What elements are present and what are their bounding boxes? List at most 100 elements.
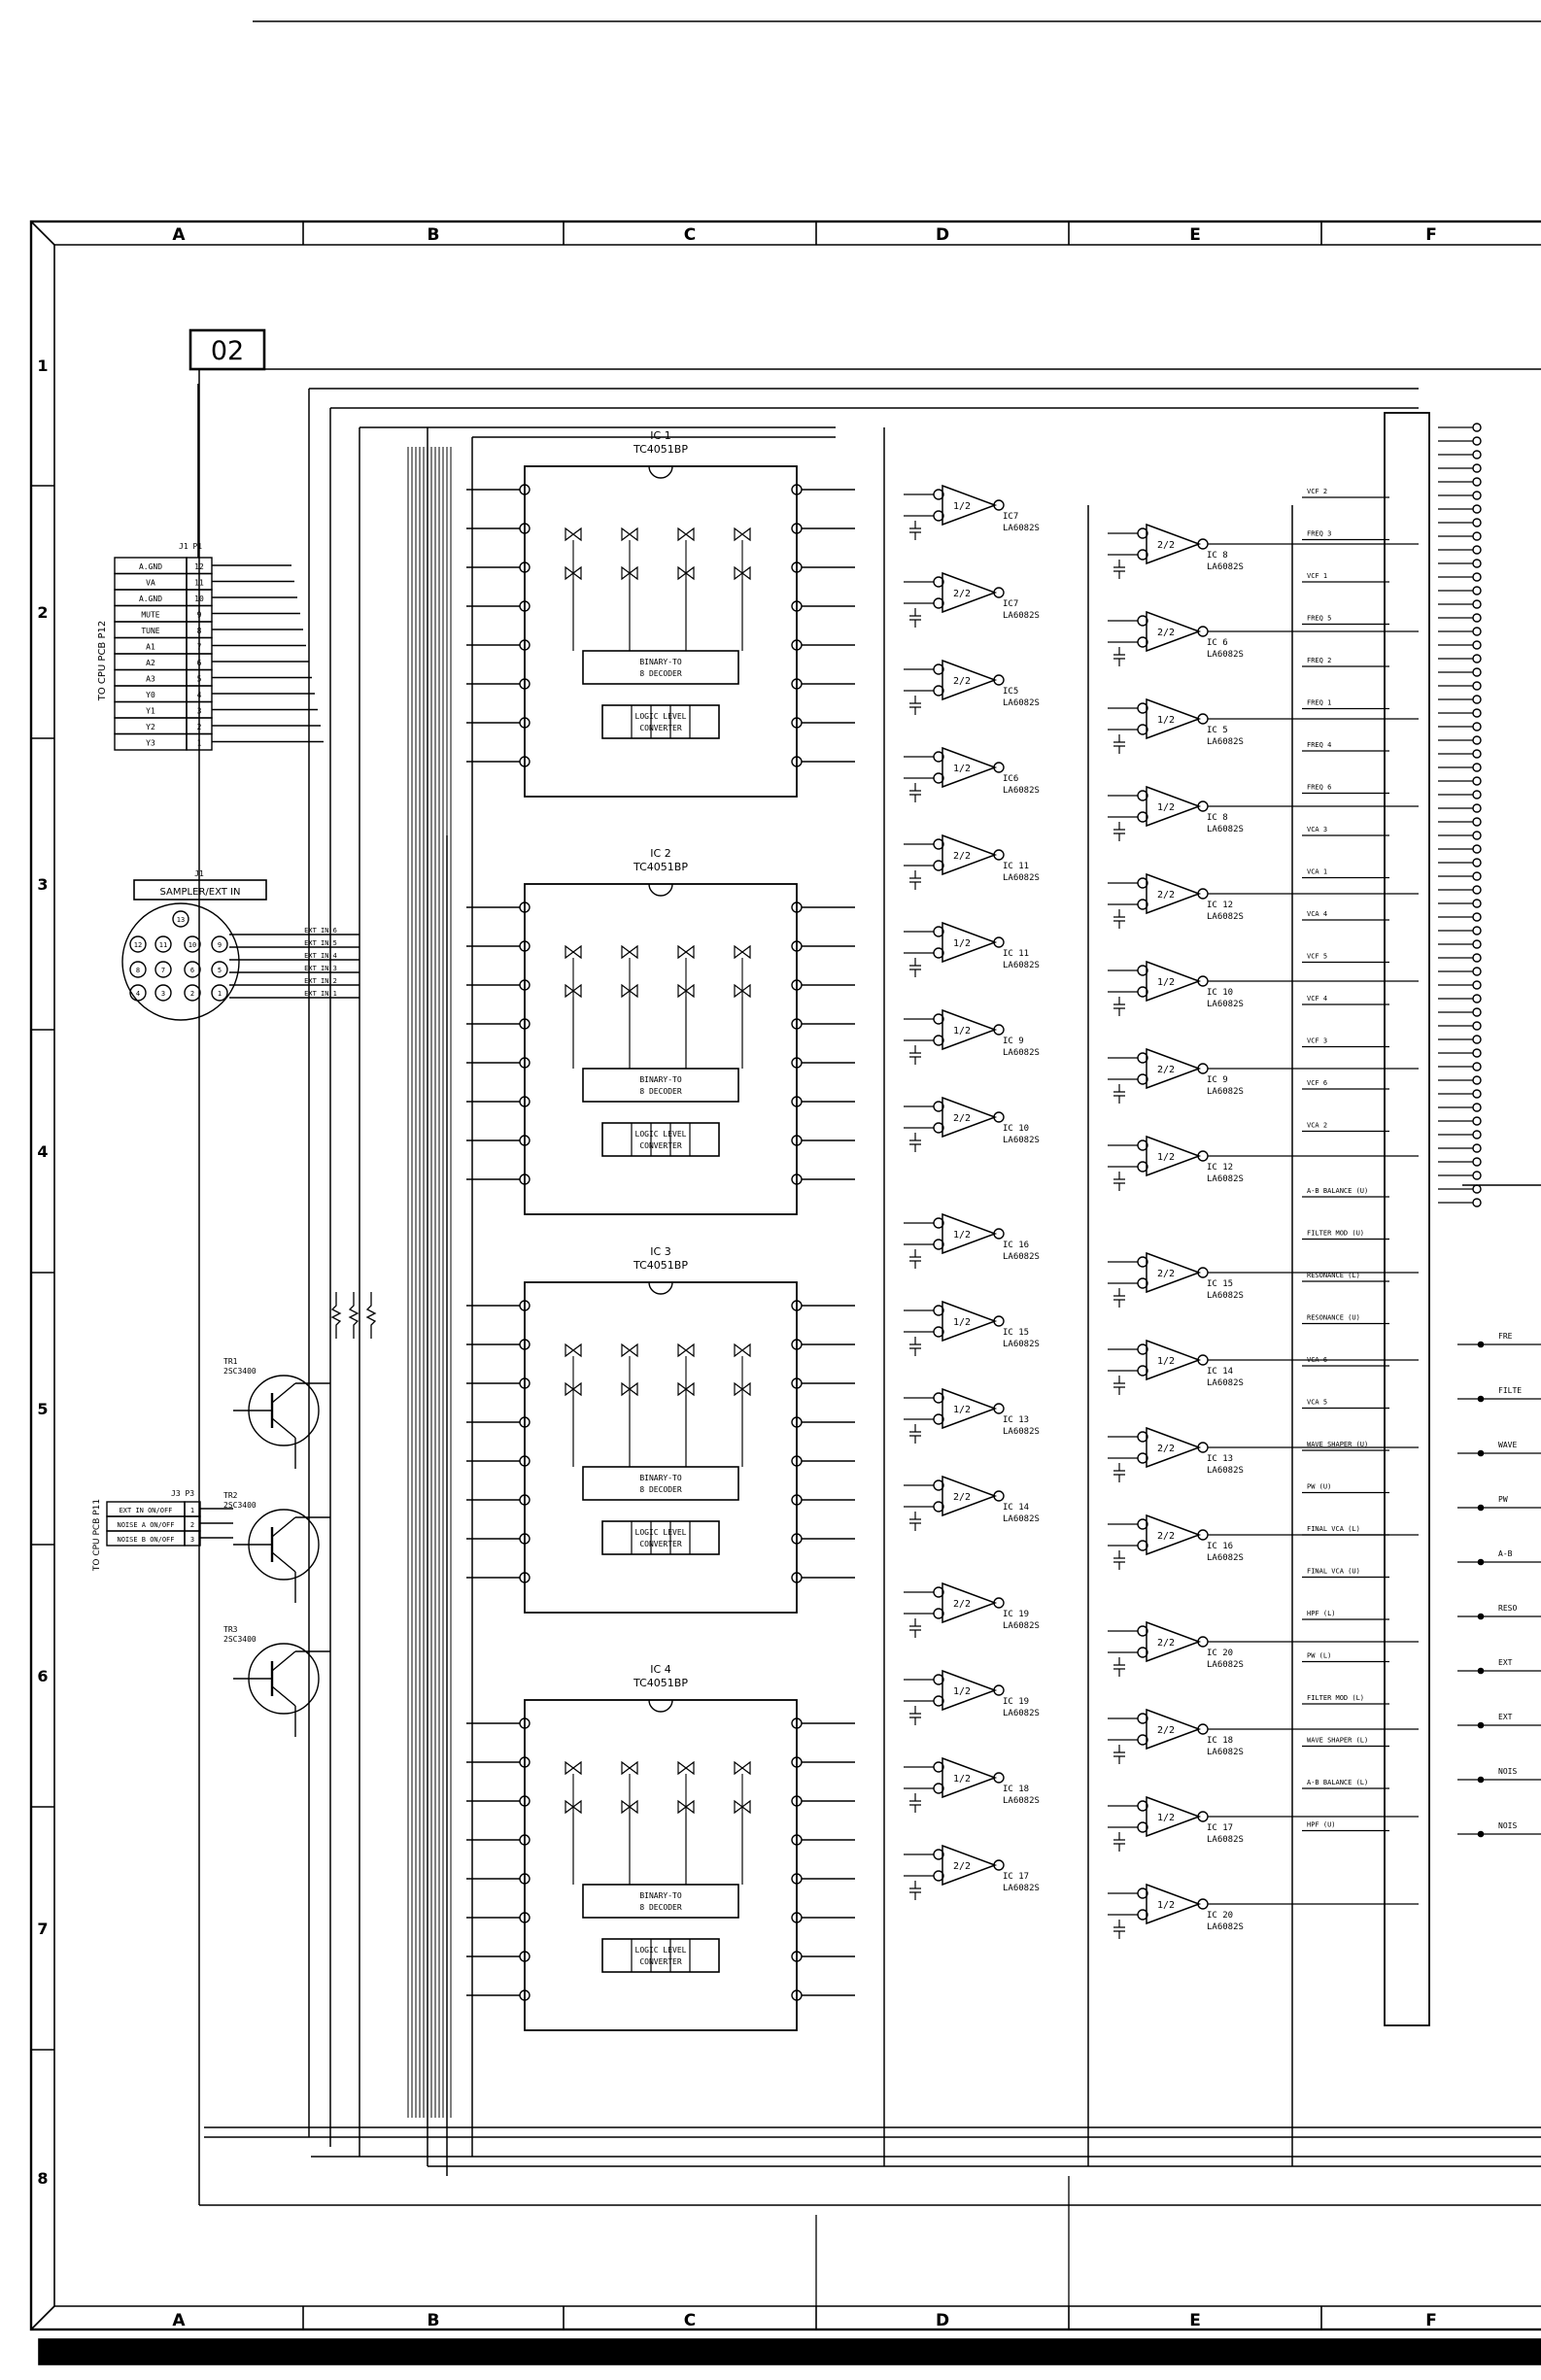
opamp-pin bbox=[1197, 1898, 1209, 1910]
opamp-pin bbox=[993, 1315, 1005, 1327]
opamp-pin bbox=[1137, 1052, 1148, 1064]
analog-switch bbox=[565, 527, 582, 542]
opamp-part: LA6082S bbox=[1207, 1748, 1244, 1757]
opamp-part: LA6082S bbox=[1003, 786, 1040, 796]
opamp-pin bbox=[1197, 538, 1209, 550]
sampler-pin-number: 11 bbox=[159, 941, 167, 949]
opamp-symbol bbox=[1146, 1426, 1202, 1469]
ic-pin bbox=[791, 1300, 803, 1311]
connector-pin-name: A3 bbox=[146, 675, 155, 684]
opamp-part: LA6082S bbox=[1207, 1000, 1244, 1009]
connector-pin-name: EXT IN ON/OFF bbox=[120, 1507, 173, 1514]
edge-pin bbox=[1472, 531, 1482, 541]
signal-label: HPF (U) bbox=[1307, 1821, 1336, 1829]
ext-in-label: EXT IN 6 bbox=[304, 927, 337, 935]
sampler-pin-number: 1 bbox=[218, 990, 222, 998]
opamp-part: LA6082S bbox=[1003, 524, 1040, 533]
opamp-symbol bbox=[942, 1300, 998, 1343]
corner-mark bbox=[30, 221, 55, 246]
ic-part: TC4051BP bbox=[633, 1677, 688, 1689]
signal-label: VCA 1 bbox=[1307, 868, 1327, 876]
ic-pin bbox=[791, 901, 803, 913]
connector-pin-name: NOISE B ON/OFF bbox=[117, 1536, 174, 1544]
edge-pin bbox=[1472, 545, 1482, 555]
sampler-pin bbox=[154, 961, 172, 978]
opamp-pin bbox=[1137, 636, 1148, 648]
bottom-strip bbox=[38, 2338, 1541, 2365]
ic-pin bbox=[791, 600, 803, 612]
opamp-pin bbox=[933, 751, 944, 763]
opamp-symbol bbox=[1146, 523, 1202, 565]
edge-pin bbox=[1472, 885, 1482, 895]
sampler-pin-number: 4 bbox=[136, 990, 140, 998]
signal-label: VCF 1 bbox=[1307, 572, 1327, 580]
column-label-bottom: E bbox=[1189, 2311, 1201, 2330]
sampler-pin-number: 5 bbox=[218, 967, 222, 974]
converter-block bbox=[601, 704, 720, 739]
sampler-pin-number: 13 bbox=[177, 916, 185, 924]
opamp-pin bbox=[933, 926, 944, 937]
capacitor bbox=[1113, 909, 1125, 929]
opamp-pin bbox=[1137, 1647, 1148, 1658]
signal-label: VCF 6 bbox=[1307, 1079, 1327, 1087]
opamp-pin bbox=[993, 1228, 1005, 1240]
analog-switch bbox=[565, 1343, 582, 1358]
row-label: 7 bbox=[37, 1920, 48, 1938]
transistor-ref: TR1 bbox=[223, 1357, 238, 1366]
opamp-half: 1/2 bbox=[953, 1317, 971, 1328]
connector-pin-number: 11 bbox=[194, 579, 204, 588]
ext-in-label: EXT IN 5 bbox=[304, 939, 337, 947]
opamp-pin bbox=[993, 1403, 1005, 1414]
row-label: 6 bbox=[37, 1667, 48, 1685]
opamp-ref: IC 9 bbox=[1003, 1037, 1024, 1046]
transistor-part: 2SC3400 bbox=[223, 1635, 257, 1644]
ic-pin bbox=[519, 1135, 531, 1146]
connector-pin-name: Y0 bbox=[146, 691, 155, 699]
edge-pin bbox=[1472, 695, 1482, 704]
edge-pin bbox=[1472, 844, 1482, 854]
opamp-pin bbox=[1137, 1518, 1148, 1530]
ic-pin bbox=[791, 1018, 803, 1030]
opamp-ref: IC 10 bbox=[1003, 1124, 1029, 1134]
edge-pin bbox=[1472, 871, 1482, 881]
connector-pin-number: 6 bbox=[197, 659, 202, 667]
opamp-pin bbox=[1197, 1529, 1209, 1541]
opamp-part: LA6082S bbox=[1003, 1884, 1040, 1893]
signal-label: FINAL VCA (L) bbox=[1307, 1525, 1360, 1533]
opamp-part: LA6082S bbox=[1207, 1835, 1244, 1845]
edge-label: PW bbox=[1498, 1495, 1508, 1504]
ic-pin bbox=[519, 1494, 531, 1506]
opamp-symbol bbox=[942, 1581, 998, 1624]
transistor-leads bbox=[271, 1650, 296, 1707]
junction-dot bbox=[1477, 1395, 1485, 1403]
opamp-pin bbox=[1137, 877, 1148, 889]
opamp-pin bbox=[1137, 1073, 1148, 1085]
ic-pin bbox=[791, 1756, 803, 1768]
capacitor bbox=[1113, 1920, 1125, 1939]
opamp-part: LA6082S bbox=[1207, 1087, 1244, 1097]
converter-label: CONVERTER bbox=[639, 1540, 682, 1548]
opamp-pin bbox=[1137, 527, 1148, 539]
ic-pin bbox=[519, 1834, 531, 1846]
signal-label: FILTER MOD (L) bbox=[1307, 1694, 1364, 1702]
opamp-part: LA6082S bbox=[1003, 1136, 1040, 1145]
ic-pin bbox=[519, 1533, 531, 1545]
opamp-pin bbox=[993, 849, 1005, 861]
capacitor bbox=[909, 1424, 921, 1444]
sampler-pin bbox=[211, 935, 228, 953]
analog-switch bbox=[565, 1381, 582, 1397]
signal-label: VCF 2 bbox=[1307, 488, 1327, 495]
sampler-pin-number: 10 bbox=[188, 941, 196, 949]
opamp-half: 1/2 bbox=[1157, 802, 1175, 813]
column-label-top: B bbox=[428, 225, 440, 245]
ic-pin bbox=[791, 1795, 803, 1807]
opamp-pin bbox=[1197, 1636, 1209, 1648]
ic-pin bbox=[791, 639, 803, 651]
ic-notch bbox=[648, 1699, 673, 1713]
opamp-part: LA6082S bbox=[1003, 1514, 1040, 1524]
right-bus-frame bbox=[1384, 412, 1430, 2026]
ic-pin bbox=[519, 1756, 531, 1768]
connector-pin-number-box bbox=[186, 732, 213, 751]
capacitor bbox=[1113, 560, 1125, 579]
